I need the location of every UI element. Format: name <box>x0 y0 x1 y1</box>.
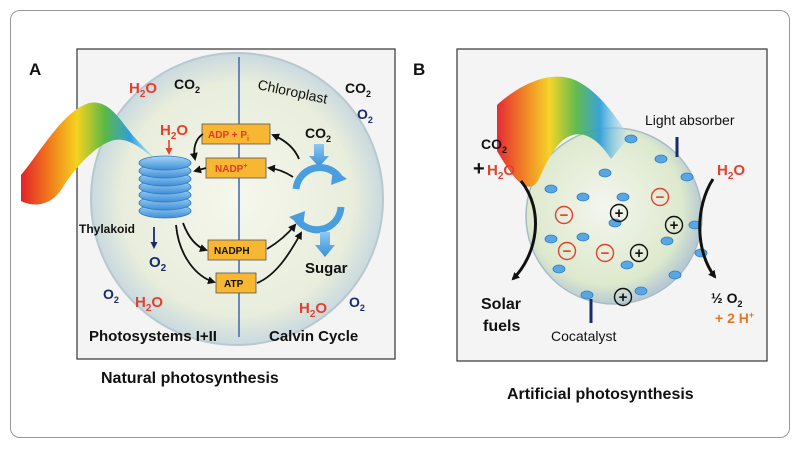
figure-canvas: A H2O H2O CO2 CO2 O2 Chloroplast CO2 <box>11 11 791 439</box>
fuels-label: fuels <box>483 318 520 335</box>
svg-text:+: + <box>615 205 624 222</box>
panel-a-letter: A <box>29 60 41 79</box>
cocatalyst-label: Cocatalyst <box>551 328 616 344</box>
light-absorber-label: Light absorber <box>645 112 735 128</box>
svg-text:−: − <box>563 243 572 260</box>
thylakoid-stack <box>139 156 191 218</box>
panel-b-caption: Artificial photosynthesis <box>507 386 694 403</box>
svg-text:−: − <box>560 207 569 224</box>
svg-text:+: + <box>619 289 628 306</box>
svg-text:+: + <box>670 217 679 234</box>
thylakoid-label: Thylakoid <box>79 222 135 236</box>
svg-text:−: − <box>656 189 665 206</box>
panel-b-letter: B <box>413 60 425 79</box>
panel-b: B − <box>413 49 767 403</box>
figure-frame: A H2O H2O CO2 CO2 O2 Chloroplast CO2 <box>10 10 790 438</box>
nadph-label: NADPH <box>214 246 250 257</box>
calvin-cycle-label: Calvin Cycle <box>269 328 358 345</box>
panel-a-caption: Natural photosynthesis <box>101 370 279 387</box>
sugar-label: Sugar <box>305 260 348 277</box>
solar-label: Solar <box>481 296 521 313</box>
svg-text:+: + <box>635 245 644 262</box>
protons-label: + 2 H+ <box>715 310 754 326</box>
plus-sign-b: + <box>473 158 485 180</box>
svg-text:−: − <box>601 245 610 262</box>
panel-a: A H2O H2O CO2 CO2 O2 Chloroplast CO2 <box>21 49 395 387</box>
nadp-label: NADP+ <box>215 163 247 175</box>
photosystems-label: Photosystems I+II <box>89 328 217 345</box>
atp-label: ATP <box>224 279 244 290</box>
